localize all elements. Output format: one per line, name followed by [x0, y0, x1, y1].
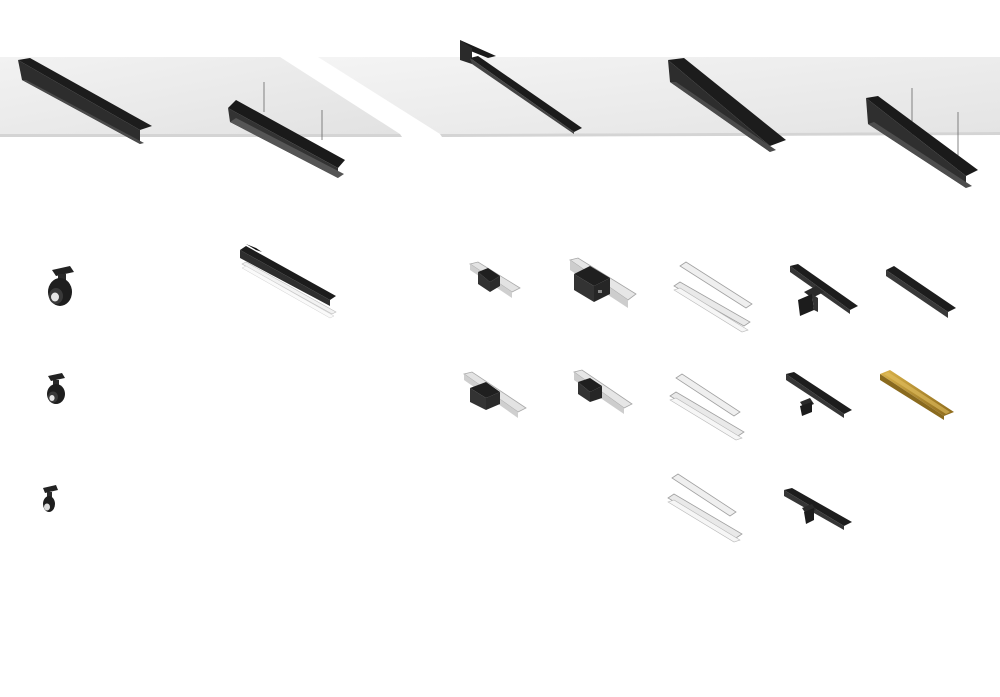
track-spot-on-rail-3 [784, 488, 852, 530]
recessed-track-right [668, 58, 786, 152]
driver-box-1 [569, 257, 637, 308]
driver-connector-2 [463, 371, 527, 418]
linear-rail-gold [880, 370, 954, 420]
suspended-track-right [866, 88, 978, 188]
track-spotlight-small [43, 485, 58, 512]
mounting-profile-2 [669, 373, 745, 441]
track-spotlight-large [48, 266, 74, 306]
track-spotlight-medium [47, 373, 65, 404]
track-spot-on-rail-2 [786, 372, 852, 418]
recessed-track-left [18, 58, 152, 144]
track-spot-on-rail-1 [790, 264, 858, 316]
driver-connector-1 [469, 261, 521, 298]
mounting-profile-3 [667, 473, 743, 543]
mounting-profile-1 [673, 261, 753, 333]
suspended-track-left [228, 82, 345, 178]
driver-box-2 [573, 369, 633, 414]
ceiling-right [318, 57, 1000, 137]
trimless-track-center [460, 40, 582, 134]
linear-rail-black [886, 266, 956, 318]
linear-module-with-diffuser [240, 244, 337, 319]
